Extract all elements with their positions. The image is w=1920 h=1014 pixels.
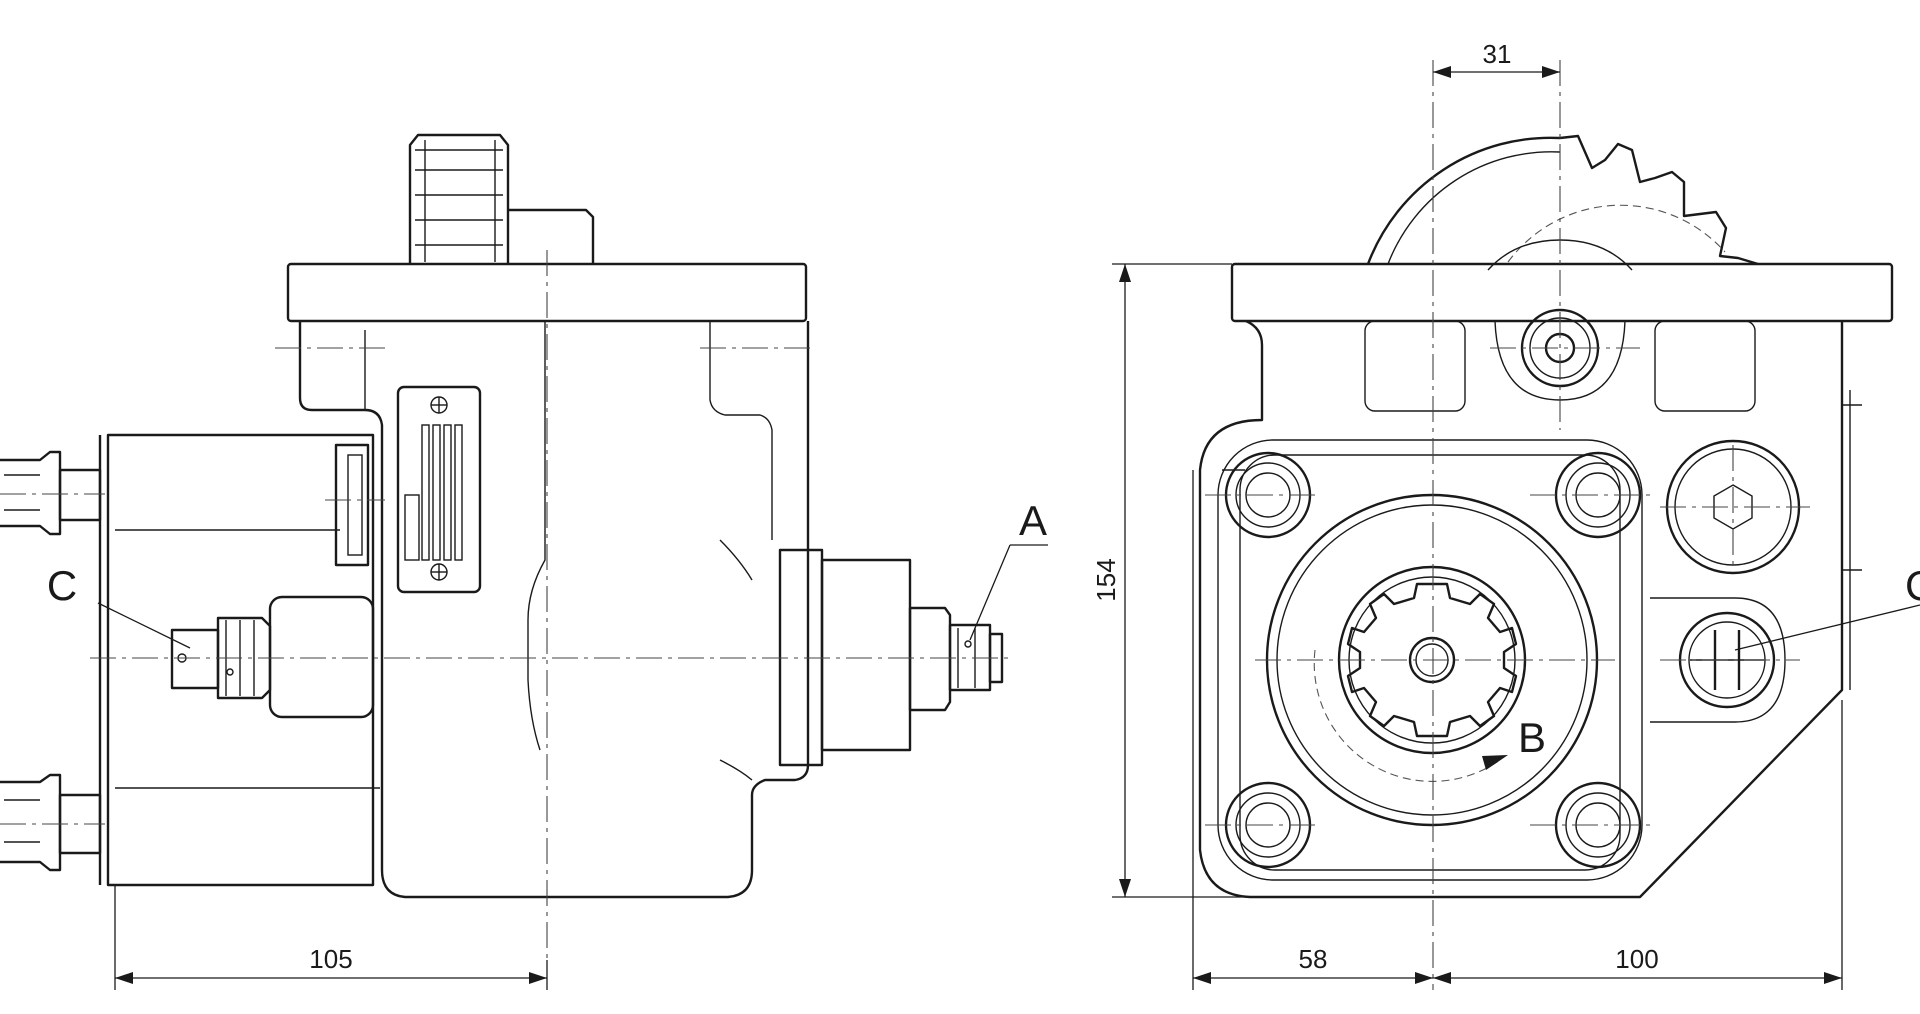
dimension-100: 100 <box>1433 700 1843 990</box>
dimension-105: 105 <box>114 885 548 990</box>
dimension-31: 31 <box>1433 39 1560 78</box>
dimension-105-label: 105 <box>309 944 352 974</box>
rotation-arrow-b: B <box>1313 649 1546 782</box>
side-view: 105 C A <box>0 133 1048 990</box>
callout-c-right: C <box>1734 562 1920 651</box>
side-view-housing <box>298 321 810 899</box>
dimension-58-label: 58 <box>1299 944 1328 974</box>
callout-c-right-label: C <box>1905 562 1920 609</box>
port-c-side <box>170 595 375 719</box>
callout-c-left-label: C <box>47 562 77 609</box>
callout-a-label: A <box>1019 497 1047 544</box>
side-view-fitting-bottom <box>0 773 102 872</box>
dimension-154-label: 154 <box>1091 558 1121 601</box>
dimension-154: 154 <box>1091 263 1250 898</box>
front-view-gear <box>1366 134 1759 266</box>
dimension-100-label: 100 <box>1615 944 1658 974</box>
front-view-flange <box>1230 262 1894 323</box>
side-view-gear <box>408 133 595 265</box>
dimension-31-label: 31 <box>1483 39 1512 69</box>
callout-a: A <box>969 497 1048 641</box>
nameplate <box>396 385 482 594</box>
front-view: B 31 154 <box>1091 39 1920 990</box>
callout-c-left: C <box>47 562 191 649</box>
dimension-58: 58 <box>1192 470 1433 990</box>
side-view-fitting-top <box>0 450 102 536</box>
rotation-arrow-b-label: B <box>1518 714 1546 761</box>
front-view-body <box>1198 319 1844 899</box>
